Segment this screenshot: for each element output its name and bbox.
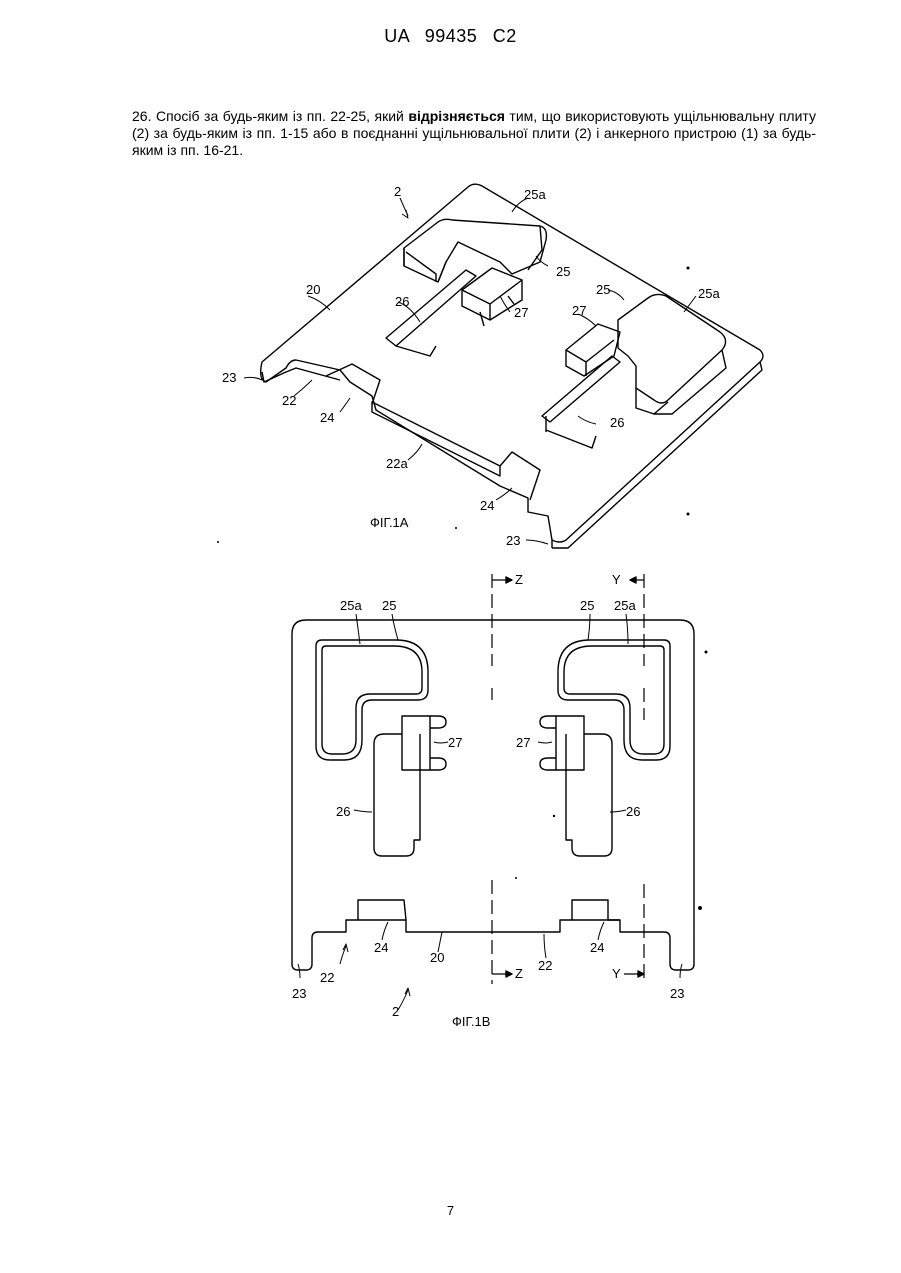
fig1b-label-26-right: 26	[626, 804, 640, 819]
fig1b-label-20: 20	[430, 950, 444, 965]
plate-outline-1b	[292, 620, 694, 970]
figure-1a	[244, 184, 763, 548]
fig1a-label-26-left: 26	[395, 294, 409, 309]
fig1a-label-25-left: 25	[556, 264, 570, 279]
figure-1a-labels: 2 25a 25 20 26 27 25 25a 27 23 22 24 26 …	[222, 184, 720, 548]
fig1a-label-25-right: 25	[596, 282, 610, 297]
fig1a-caption: ФІГ.1А	[370, 515, 409, 530]
page-number: 7	[0, 1203, 901, 1218]
fig1a-label-23-left: 23	[222, 370, 236, 385]
figure-1b	[292, 574, 694, 1010]
fig1b-label-27-right: 27	[516, 735, 530, 750]
fig1a-label-25a-left: 25a	[524, 187, 546, 202]
fig1b-label-23-left: 23	[292, 986, 306, 1001]
fig1b-label-y-bottom: Y	[612, 966, 621, 981]
fig1b-label-24-right: 24	[590, 940, 604, 955]
fig1b-caption: ФІГ.1В	[452, 1014, 490, 1029]
fig1b-label-27-left: 27	[448, 735, 462, 750]
fig1a-label-25a-right: 25a	[698, 286, 720, 301]
fig1a-label-24-right: 24	[480, 498, 494, 513]
fig1a-label-23-bottom: 23	[506, 533, 520, 548]
fig1b-label-25a-left: 25a	[340, 598, 362, 613]
fig1a-label-24-left: 24	[320, 410, 334, 425]
fig1b-label-y-top: Y	[612, 572, 621, 587]
fig1b-label-23-right: 23	[670, 986, 684, 1001]
fig1b-label-z-bottom: Z	[515, 966, 523, 981]
fig1a-label-26-right: 26	[610, 415, 624, 430]
fig1a-label-22: 22	[282, 393, 296, 408]
fig1b-label-z-top: Z	[515, 572, 523, 587]
fig1b-label-22-mid: 22	[538, 958, 552, 973]
fig1b-label-25-right: 25	[580, 598, 594, 613]
fig1b-label-2: 2	[392, 1004, 399, 1019]
fig1b-label-24-left: 24	[374, 940, 388, 955]
fig1a-label-27-left: 27	[514, 305, 528, 320]
fig1b-label-25-left: 25	[382, 598, 396, 613]
fig1a-label-2: 2	[394, 184, 401, 199]
fig1b-label-26-left: 26	[336, 804, 350, 819]
fig1a-label-27-right: 27	[572, 303, 586, 318]
fig1b-label-25a-right: 25a	[614, 598, 636, 613]
fig1a-label-22a: 22a	[386, 456, 408, 471]
fig1b-label-22-left: 22	[320, 970, 334, 985]
fig1a-label-20: 20	[306, 282, 320, 297]
